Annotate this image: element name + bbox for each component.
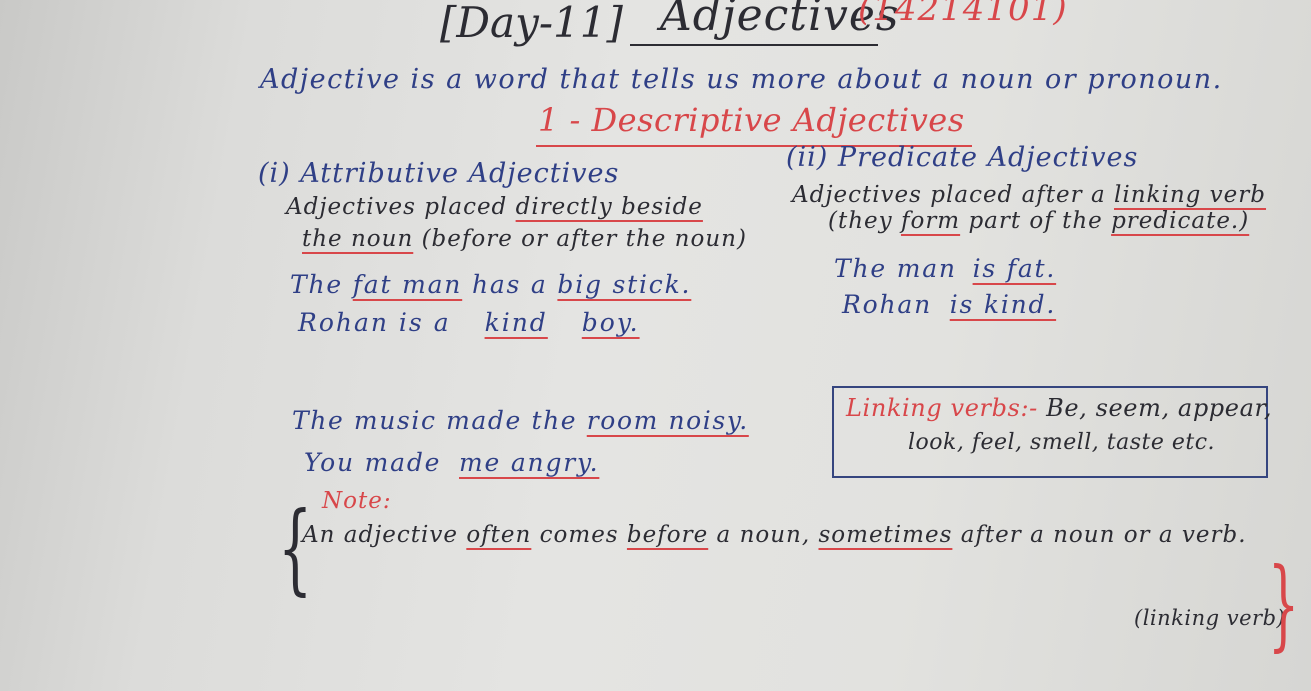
linking-verbs-label: Linking verbs:- <box>846 394 1038 422</box>
predicate-desc-e: part of the <box>968 208 1103 234</box>
section-heading: 1 - Descriptive Adjectives <box>538 101 965 139</box>
pred-ex2-b: is kind. <box>949 290 1057 319</box>
predicate-desc-c: (they <box>828 208 893 234</box>
attr-ex1-d: big stick. <box>557 270 692 299</box>
linking-verbs-list2: look, feel, smell, taste etc. <box>908 430 1216 455</box>
note-text-g: after a noun or a verb. <box>960 522 1247 548</box>
page-title: Adjectives <box>660 0 900 41</box>
attributive-example-2: Rohan is a kind boy. <box>298 310 640 335</box>
predicate-desc-a: Adjectives placed after a <box>792 182 1106 208</box>
attributive-desc-b: directly beside <box>515 194 703 220</box>
pred-ex2-a: Rohan <box>842 290 932 319</box>
attributive-heading: (i) Attributive Adjectives <box>258 158 620 189</box>
title-underline <box>630 44 878 46</box>
note-text-d: before <box>626 522 709 548</box>
note-left-brace: { <box>278 492 313 606</box>
note-text-f: sometimes <box>818 522 953 548</box>
music-b: room noisy. <box>586 406 749 435</box>
attributive-desc-a: Adjectives placed <box>286 194 508 220</box>
angry-b: me angry. <box>459 448 600 477</box>
linking-verbs-list1: Be, seem, appear, <box>1046 394 1273 422</box>
attributive-example-1: The fat man has a big stick. <box>290 272 691 297</box>
note-text: An adjective often comes before a noun, … <box>302 524 1247 547</box>
title-note: (14214101) <box>858 0 1068 29</box>
example-music: The music made the room noisy. <box>292 408 749 433</box>
attributive-desc-line2: the noun (before or after the noun) <box>302 228 747 251</box>
definition-text: Adjective is a word that tells us more a… <box>260 64 1223 95</box>
predicate-desc-line1: Adjectives placed after a linking verb <box>792 184 1266 207</box>
attr-ex2-b: kind <box>484 308 548 337</box>
music-a: The music made the <box>292 406 578 435</box>
note-text-e: a noun, <box>716 522 811 548</box>
pred-ex1-b: is fat. <box>972 254 1057 283</box>
note-right-brace: } <box>1268 548 1300 662</box>
note-text-a: An adjective <box>302 522 458 548</box>
attr-ex1-a: The <box>290 270 343 299</box>
section-underline <box>536 145 972 147</box>
attr-ex1-b: fat man <box>352 270 463 299</box>
pred-ex1-a: The man <box>834 254 957 283</box>
linking-verbs-box <box>832 386 1268 478</box>
predicate-desc-d: form <box>900 208 961 234</box>
angry-a: You made <box>304 448 442 477</box>
attributive-desc-line1: Adjectives placed directly beside <box>286 196 703 219</box>
note-label: Note: <box>322 488 392 514</box>
predicate-desc-line2: (they form part of the predicate.) <box>828 210 1249 233</box>
attr-ex2-c: boy. <box>581 308 640 337</box>
linking-verbs-line1: Linking verbs:- Be, seem, appear, <box>846 396 1272 420</box>
predicate-desc-f: predicate.) <box>1111 208 1250 234</box>
predicate-example-2: Rohan is kind. <box>842 292 1056 317</box>
predicate-heading: (ii) Predicate Adjectives <box>786 142 1139 173</box>
day-label: [Day-11] <box>440 0 623 47</box>
predicate-example-1: The man is fat. <box>834 256 1056 281</box>
example-angry: You made me angry. <box>304 450 599 475</box>
attributive-desc-c: the noun <box>302 226 414 252</box>
predicate-desc-b: linking verb <box>1114 182 1267 208</box>
attr-ex2-a: Rohan is a <box>298 308 451 337</box>
attributive-desc-d: (before or after the noun) <box>421 226 747 252</box>
attr-ex1-c: has a <box>471 270 548 299</box>
note-text-b: often <box>466 522 532 548</box>
note-text-linking: (linking verb) <box>1134 606 1286 630</box>
note-text-c: comes <box>539 522 619 548</box>
